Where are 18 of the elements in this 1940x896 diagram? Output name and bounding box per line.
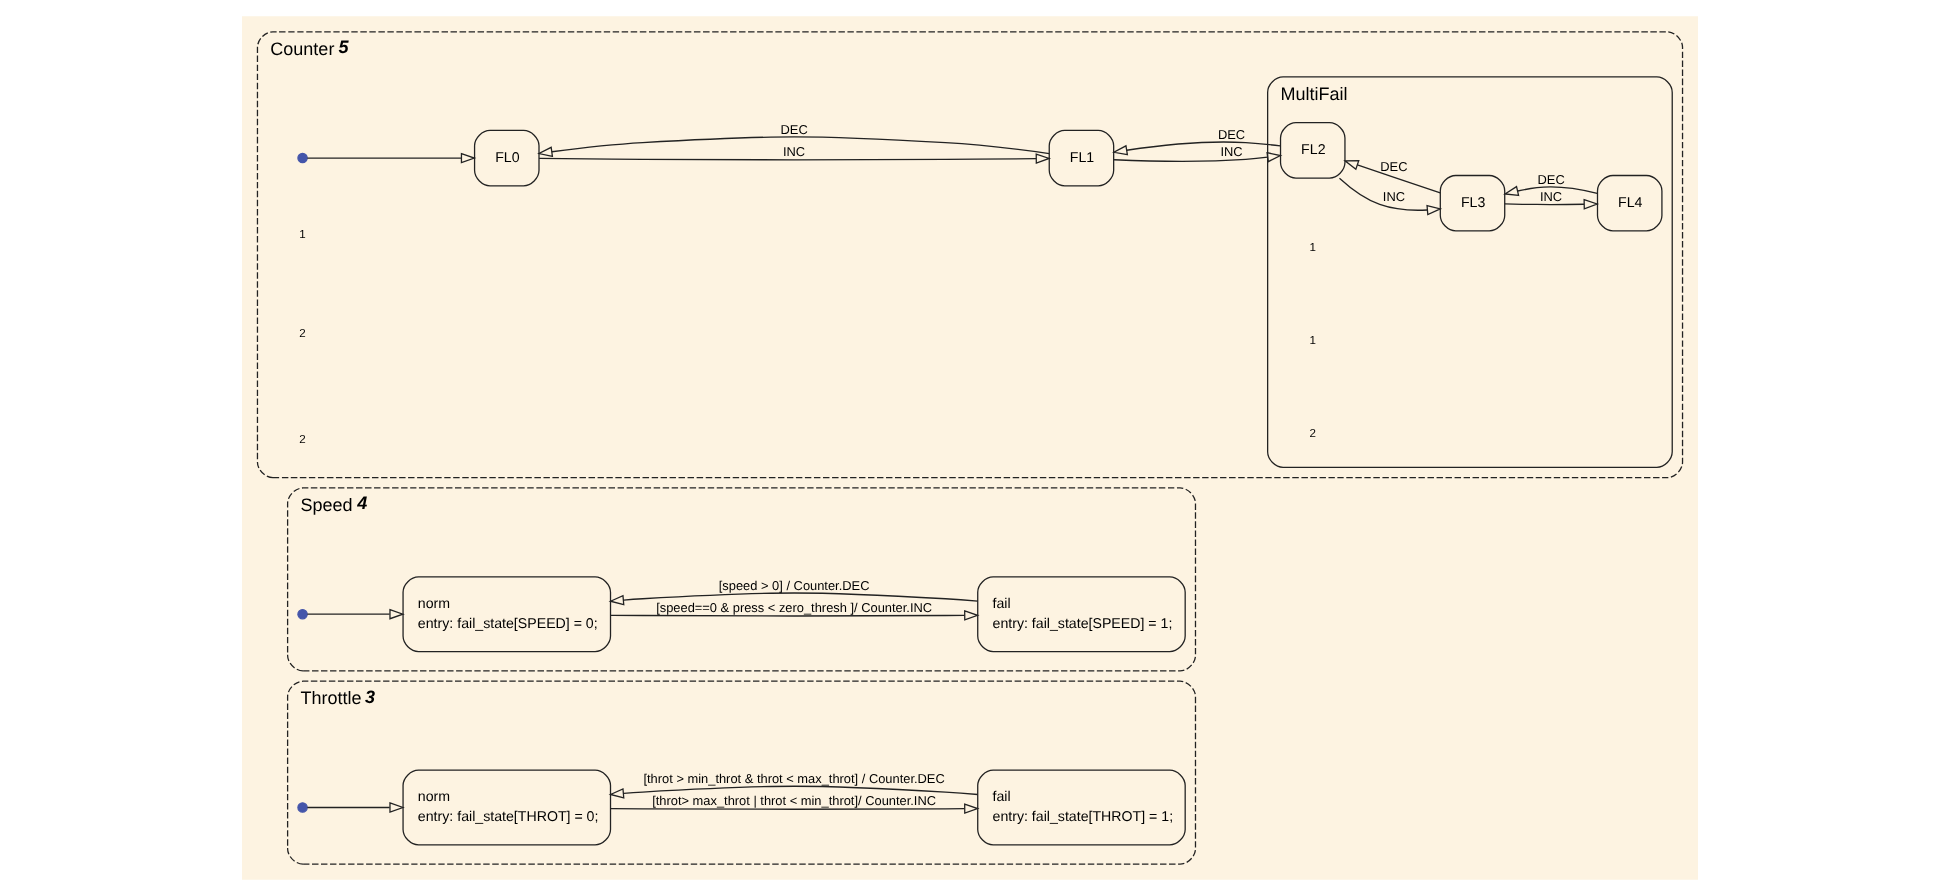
node-circle [297,802,308,813]
arrow [610,803,980,815]
arrow [608,592,979,606]
arrow [306,802,405,813]
arrow [1343,159,1441,194]
arrow [1112,141,1282,156]
arrow [1113,151,1283,163]
arrow [610,609,980,621]
arrow [1503,185,1598,197]
arrow [537,136,1050,158]
arrow [306,608,405,620]
arrow [306,152,477,164]
arrow [1338,177,1443,216]
node-circle [297,152,308,164]
arrow [608,785,979,799]
node-circle [297,608,308,620]
arrow [538,153,1052,165]
arrow [1504,198,1600,210]
